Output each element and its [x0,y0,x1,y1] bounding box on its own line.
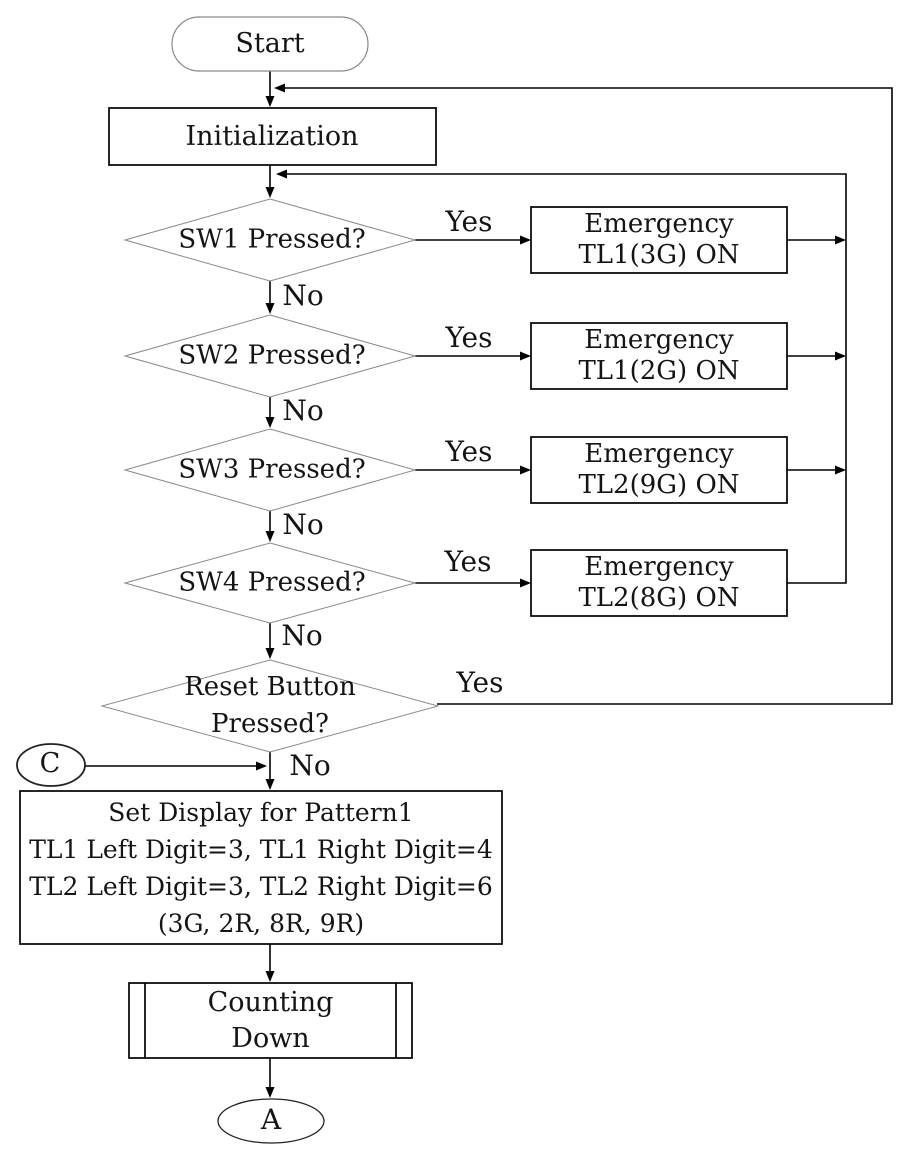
edge-sw2-no [265,397,275,428]
edge-sw3-yes [415,465,531,475]
emergency4-line1: Emergency [584,552,734,582]
sw1-yes-label: Yes [445,205,493,239]
arrow-down-sw2 [265,303,275,314]
edge-sw3-no [265,511,275,542]
sw2-no-label: No [282,394,324,428]
reset-line1: Reset Button [184,672,356,702]
set-display-label: Set Display for Pattern1 TL1 Left Digit=… [20,791,502,944]
reset-yes-label: Yes [456,666,504,700]
edge-sw2-yes [415,351,531,361]
start-terminator-shape [171,16,369,72]
edge-setdisplay-to-counting [265,944,275,982]
arrow-right-sw2yes [520,351,531,361]
emergency2-process-shape [530,322,788,390]
sw4-decision-shape [123,542,417,624]
reset-no-label: No [289,749,331,783]
sw3-decision-shape [123,428,417,512]
edge-sw1-yes [415,235,531,245]
emergency2-label: Emergency TL1(2G) ON [531,323,787,389]
sw4-yes-label: Yes [444,545,492,579]
emergency4-line2: TL2(8G) ON [578,583,740,613]
reset-line2: Pressed? [211,709,329,739]
arrow-right-e2 [835,351,846,361]
edge-sw4-yes [415,578,531,588]
arrow-down-a [265,1087,275,1098]
emergency4-process-shape [530,549,788,617]
emergency1-line2: TL1(3G) ON [578,240,740,270]
edge-emergency2-out [787,351,846,361]
arrow-down-setdisplay [265,779,275,790]
emergency3-label: Emergency TL2(9G) ON [531,437,787,503]
sw1-no-label: No [282,279,324,313]
arrow-right-sw3yes [520,465,531,475]
sw3-yes-label: Yes [445,435,493,469]
set-display-line3: TL2 Left Digit=3, TL2 Right Digit=6 [29,871,493,901]
sw4-no-label: No [281,619,323,653]
edge-sw4-no [265,623,275,659]
connector-a-label: A [260,1103,282,1137]
edge-start-to-init [265,71,275,107]
reset-decision-shape [100,659,440,753]
set-display-line4: (3G, 2R, 8R, 9R) [157,908,365,938]
counting-down-line1: Counting [207,986,334,1018]
arrow-left-top-return [274,83,285,93]
set-display-line2: TL1 Left Digit=3, TL1 Right Digit=4 [29,834,493,864]
emergency1-line1: Emergency [584,209,734,239]
sw3-no-label: No [282,508,324,542]
arrow-right-sw1yes [520,235,531,245]
edge-counting-to-a [265,1058,275,1098]
sw1-label: SW1 Pressed? [178,224,366,255]
edge-connector-c-in [84,761,267,771]
arrow-right-e1 [835,235,846,245]
sw2-yes-label: Yes [445,321,493,355]
counting-down-predefined-shape [128,982,413,1059]
set-display-line1: Set Display for Pattern1 [108,797,414,827]
set-display-process-shape [19,790,503,945]
emergency2-line2: TL1(2G) ON [578,356,740,386]
sw4-label: SW4 Pressed? [178,567,366,598]
arrow-right-c [256,761,267,771]
sw2-label: SW2 Pressed? [178,340,366,371]
connector-c-label: C [39,747,61,779]
edge-sw1-no [265,281,275,314]
emergency1-label: Emergency TL1(3G) ON [531,207,787,273]
arrow-down-sw1 [265,187,275,198]
arrow-down-sw3 [265,417,275,428]
edge-emergency3-out [787,465,846,475]
counting-down-label: Counting Down [145,983,396,1058]
start-label: Start [235,27,305,59]
counting-down-line2: Down [231,1022,310,1054]
edge-emergency-return [276,169,847,584]
arrow-down-counting [265,971,275,982]
arrow-right-sw4yes [520,578,531,588]
emergency3-process-shape [530,436,788,504]
initialization-label: Initialization [185,120,359,152]
edge-init-to-sw1 [265,165,275,198]
arrow-down-init [265,96,275,107]
arrow-left-inner-return [276,169,287,179]
edge-reset-yes-return [274,83,893,705]
arrow-right-e3 [835,465,846,475]
edge-emergency1-out [787,235,846,245]
arrow-down-sw4 [265,531,275,542]
sw1-decision-shape [123,198,417,282]
connector-a-shape [217,1098,325,1144]
reset-label: Reset Button Pressed? [102,660,438,752]
edge-reset-no [265,752,275,790]
emergency3-line1: Emergency [584,439,734,469]
sw3-label: SW3 Pressed? [178,454,366,485]
sw2-decision-shape [123,314,417,398]
emergency3-line2: TL2(9G) ON [578,470,740,500]
initialization-process-shape [108,107,437,166]
emergency1-process-shape [530,206,788,274]
arrow-down-reset [265,648,275,659]
emergency2-line1: Emergency [584,325,734,355]
connector-c-shape [16,743,86,787]
emergency4-label: Emergency TL2(8G) ON [531,550,787,616]
